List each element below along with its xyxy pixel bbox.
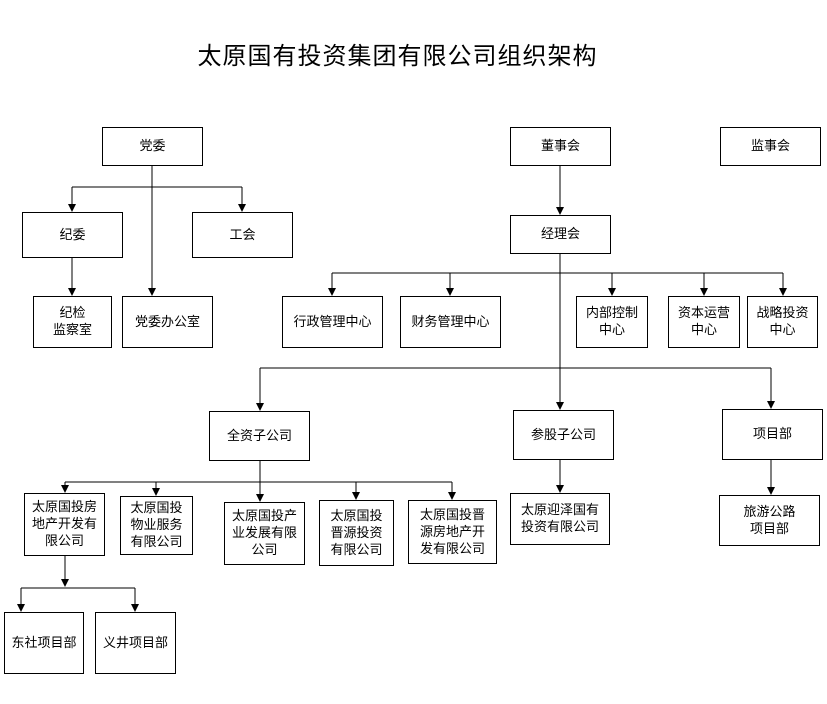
node-dangwei: 党委	[102, 127, 203, 166]
node-dongshihui: 董事会	[510, 127, 611, 166]
page-title: 太原国有投资集团有限公司组织架构	[197, 42, 598, 70]
node-canzi: 参股子公司	[513, 410, 614, 460]
node-gonghui: 工会	[192, 212, 293, 258]
node-lvyou: 旅游公路 项目部	[719, 495, 820, 546]
node-xingzheng: 行政管理中心	[282, 296, 383, 348]
node-chanye: 太原国投产 业发展有限 公司	[224, 502, 305, 565]
node-quanzi: 全资子公司	[209, 411, 310, 461]
node-ziben: 资本运营 中心	[668, 296, 740, 348]
node-jinyuan: 太原国投 晋源投资 有限公司	[319, 500, 394, 566]
node-neibu: 内部控制 中心	[576, 296, 648, 348]
node-yijing: 义井项目部	[95, 612, 176, 674]
node-jinyuan-fangdi: 太原国投晋 源房地产开 发有限公司	[408, 500, 497, 564]
node-fangdi: 太原国投房 地产开发有 限公司	[24, 493, 105, 556]
node-dangban: 党委办公室	[122, 296, 213, 348]
node-jijian: 纪检 监察室	[33, 296, 112, 348]
node-xiangmu: 项目部	[722, 409, 823, 460]
node-yingze: 太原迎泽国有 投资有限公司	[510, 493, 610, 545]
node-wuye: 太原国投 物业服务 有限公司	[120, 496, 193, 555]
node-jiwei: 纪委	[22, 212, 123, 258]
node-caiwu: 财务管理中心	[400, 296, 501, 348]
node-dongshe: 东社项目部	[4, 612, 84, 674]
node-zhanlue: 战略投资 中心	[747, 296, 818, 348]
node-jingli: 经理会	[510, 215, 611, 254]
node-jianshihui: 监事会	[720, 127, 821, 166]
